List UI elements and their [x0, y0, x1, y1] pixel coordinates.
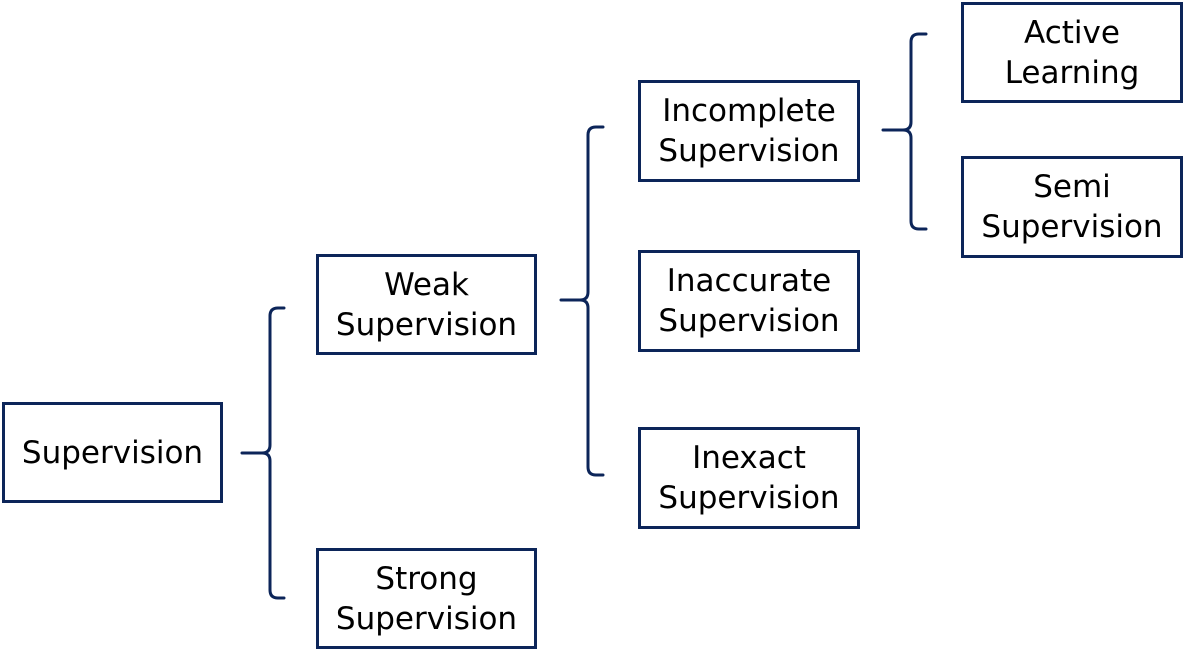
node-inexact-line-2: Supervision — [658, 480, 840, 516]
bracket-incomplete-children — [881, 32, 928, 231]
node-semi-line-2: Supervision — [981, 209, 1163, 245]
node-weak-line-1: Weak — [384, 266, 469, 303]
node-inexact-line-1: Inexact — [692, 440, 806, 476]
node-active-learning: Active Learning — [961, 2, 1183, 103]
node-incomplete-line-1: Incomplete — [662, 93, 836, 129]
node-inaccurate-supervision: Inaccurate Supervision — [638, 250, 860, 352]
node-strong-supervision: Strong Supervision — [316, 548, 537, 649]
node-supervision: Supervision — [2, 402, 223, 503]
node-strong-line-1: Strong — [375, 560, 478, 597]
bracket-supervision-children — [240, 306, 286, 600]
node-incomplete-supervision: Incomplete Supervision — [638, 80, 860, 182]
node-active-line-1: Active — [1024, 14, 1120, 51]
node-inaccurate-line-1: Inaccurate — [666, 263, 832, 299]
node-supervision-line-1: Supervision — [21, 434, 204, 471]
node-incomplete-line-2: Supervision — [658, 133, 840, 169]
node-inexact-supervision: Inexact Supervision — [638, 427, 860, 529]
node-active-line-2: Learning — [1004, 54, 1140, 91]
node-semi-supervision: Semi Supervision — [961, 156, 1183, 258]
node-weak-line-2: Supervision — [335, 306, 518, 343]
node-weak-supervision: Weak Supervision — [316, 254, 537, 355]
node-inaccurate-line-2: Supervision — [658, 303, 840, 339]
node-strong-line-2: Supervision — [335, 600, 518, 637]
node-semi-line-1: Semi — [1033, 169, 1111, 205]
bracket-weak-children — [559, 125, 605, 477]
